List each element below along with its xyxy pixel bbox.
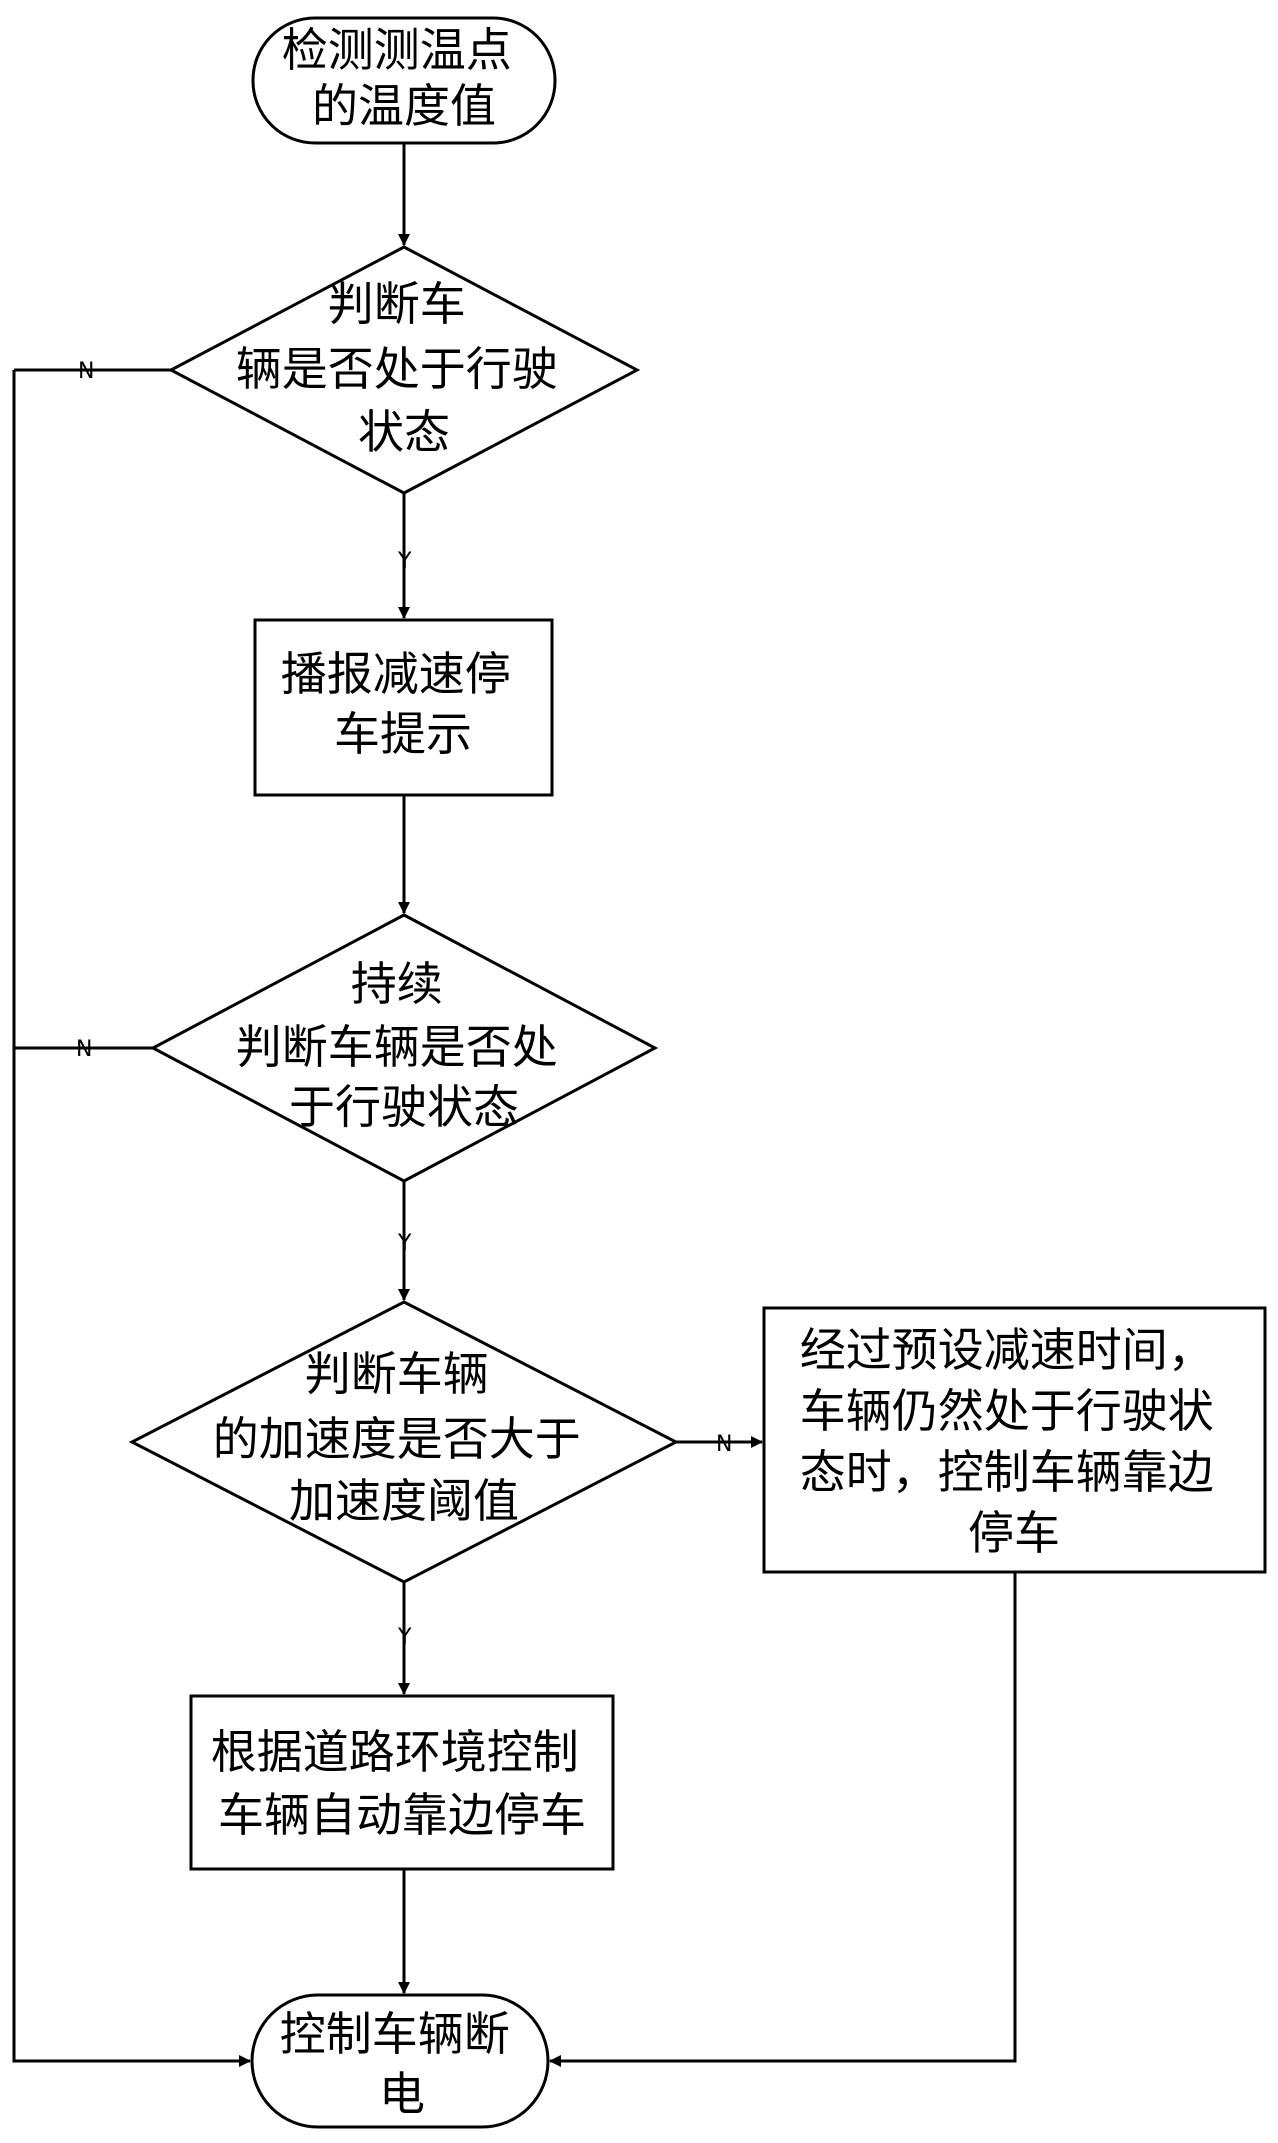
process3-line-1: 根据道路环境控制: [211, 1725, 579, 1779]
svg-text:播报减速停 车提示: 播报减速停 车提示: [281, 647, 526, 761]
edge-process2-to-end: [549, 1572, 1017, 2067]
start-node-line-2: 的温度值: [312, 79, 496, 133]
edge-left-bus-to-end: [12, 370, 251, 2067]
start-node: 检测测温点 的温度值: [251, 16, 557, 145]
decision2-line-1: 持续: [351, 957, 443, 1011]
decision3-line-2: 的加速度是否大于: [213, 1412, 581, 1466]
decision2-node: 持续 判断车辆是否处 于行驶状态: [149, 913, 659, 1183]
decision2-no-label: N: [76, 1037, 92, 1062]
process1-node: 播报减速停 车提示: [253, 618, 554, 797]
end-node: 控制车辆断 电: [250, 1993, 550, 2129]
process1-line-1: 播报减速停: [281, 647, 511, 701]
decision2-yes-label: Y: [397, 1231, 412, 1256]
process2-node: 经过预设减速时间， 车辆仍然处于行驶状 态时，控制车辆靠边 停车: [762, 1306, 1267, 1574]
decision3-node: 判断车辆 的加速度是否大于 加速度阈值: [128, 1300, 680, 1584]
decision1-yes-label: Y: [397, 549, 412, 574]
svg-text:控制车辆断 电: 控制车辆断 电: [280, 2007, 525, 2121]
svg-text:检测测温点 的温度值: 检测测温点 的温度值: [282, 23, 527, 133]
process2-line-3: 态时，控制车辆靠边: [800, 1445, 1214, 1499]
decision1-line-3: 状态: [358, 405, 450, 459]
process1-line-2: 车提示: [334, 707, 472, 761]
decision2-line-3: 于行驶状态: [289, 1080, 519, 1134]
svg-text:根据道路环境控制 车辆自动靠边停车: 根据道路环境控制 车辆自动靠边停车: [211, 1725, 594, 1842]
decision3-line-3: 加速度阈值: [289, 1474, 519, 1528]
svg-text:持续 判断车辆是否处 于行驶状态: 持续 判断车辆是否处 于行驶状态: [236, 957, 573, 1134]
decision3-no-label: N: [716, 1432, 732, 1457]
start-node-line-1: 检测测温点: [282, 23, 512, 77]
process3-line-2: 车辆自动靠边停车: [218, 1788, 586, 1842]
decision1-line-1: 判断车: [328, 277, 466, 331]
decision1-line-2: 辆是否处于行驶: [236, 342, 558, 396]
process3-node: 根据道路环境控制 车辆自动靠边停车: [189, 1694, 615, 1871]
decision3-line-1: 判断车辆: [305, 1347, 489, 1401]
process2-line-2: 车辆仍然处于行驶状: [800, 1384, 1214, 1438]
decision3-yes-label: Y: [397, 1625, 412, 1650]
svg-text:判断车辆 的加速度是否大于 加速度阈: 判断车辆 的加速度是否大于 加速度阈值: [213, 1347, 596, 1528]
end-node-line-1: 控制车辆断: [280, 2007, 510, 2061]
decision1-node: 判断车 辆是否处于行驶 状态: [167, 245, 641, 495]
process2-line-4: 停车: [968, 1506, 1060, 1560]
svg-text:经过预设减速时间， 车辆仍然处于行驶状: 经过预设减速时间， 车辆仍然处于行驶状 态时，控制车辆靠边 停车: [800, 1323, 1229, 1560]
end-node-line-2: 电: [379, 2067, 425, 2121]
process2-line-1: 经过预设减速时间，: [800, 1323, 1214, 1377]
svg-text:判断车 辆是否处于行驶 状态: 判断车 辆是否处于行驶 状态: [236, 277, 573, 459]
decision2-line-2: 判断车辆是否处: [236, 1020, 558, 1074]
decision1-no-label: N: [78, 359, 94, 384]
